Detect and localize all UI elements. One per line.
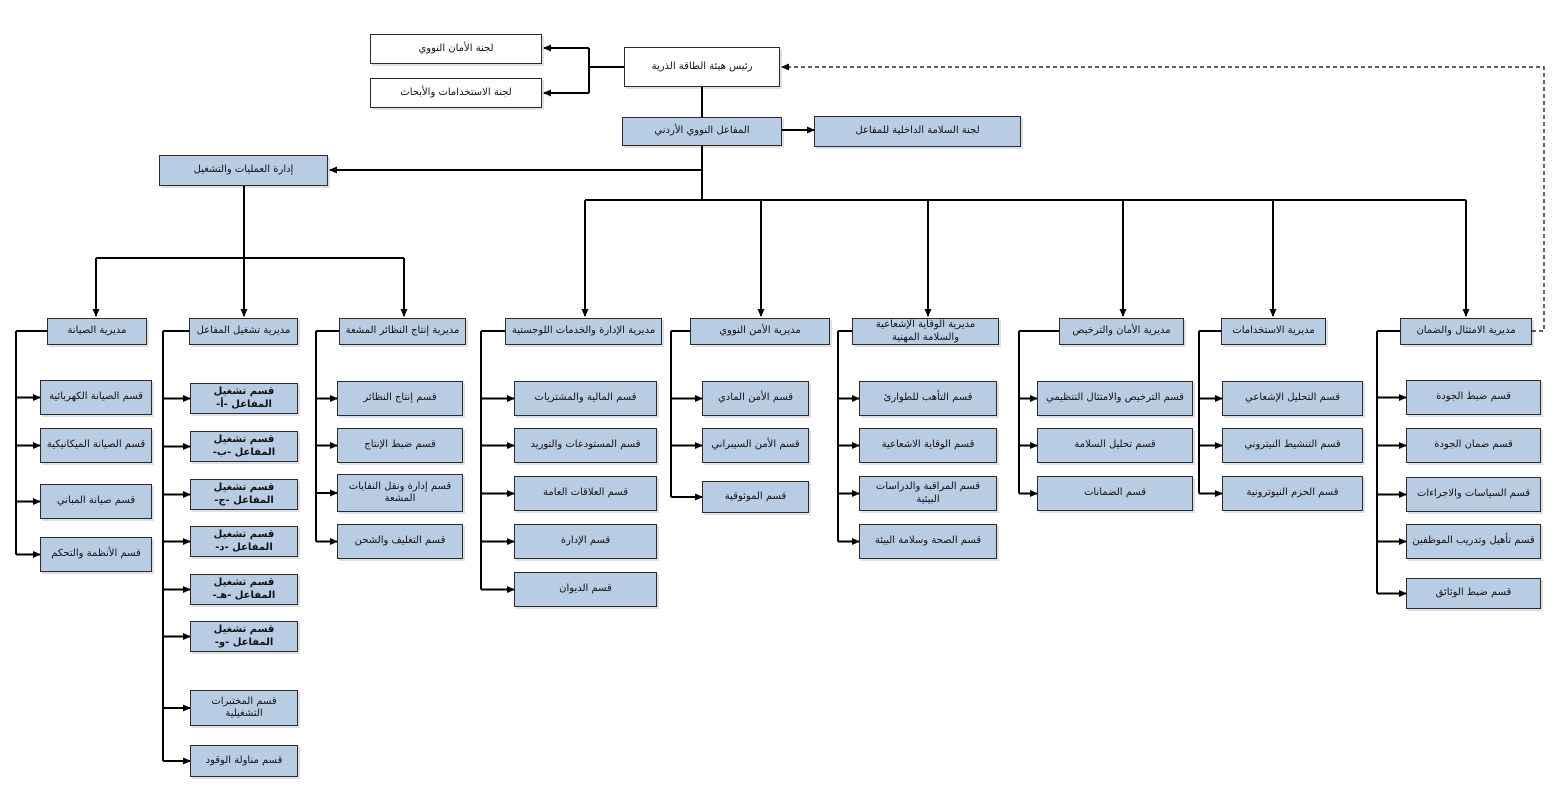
radiation-protection-directorate: مديرية الوقاية الإشعاعية والسلامة المهني…: [852, 318, 999, 345]
dept-production-control: قسم ضبط الإنتاج: [337, 428, 463, 463]
dept-licensing-compliance: قسم الترخيص والامتثال التنظيمي: [1037, 381, 1193, 416]
reactor-box: المفاعل النووي الأردني: [622, 117, 782, 146]
dept-safety-analysis: قسم تحليل السلامة: [1037, 428, 1193, 463]
utilization-directorate: مديرية الاستخدامات: [1221, 318, 1326, 345]
dept-operational-labs: قسم المختبرات التشغيلية: [190, 690, 298, 726]
dept-environmental-monitoring: قسم المراقبة والدراسات البيئية: [859, 476, 997, 511]
dept-isotope-production: قسم إنتاج النظائر: [337, 381, 463, 416]
nuclear-safety-committee-box: لجنة الأمان النووي: [370, 34, 542, 64]
admin-logistics-directorate: مديرية الإدارة والخدمات اللوجستية: [505, 318, 662, 345]
dept-systems-control: قسم الأنظمة والتحكم: [40, 537, 152, 572]
dept-policies-procedures: قسم السياسات والاجراءات: [1406, 477, 1541, 512]
internal-safety-committee-box: لجنة السلامة الداخلية للمفاعل: [814, 116, 1021, 147]
dept-neutron-beams: قسم الحزم النيوترونية: [1222, 476, 1363, 511]
dept-administration: قسم الإدارة: [514, 524, 657, 559]
dept-staff-training: قسم تأهيل وتدريب الموظفين: [1406, 524, 1541, 559]
dept-radiation-protection: قسم الوقاية الاشعاعية: [859, 428, 997, 463]
dept-reactor-operation-c: قسم تشغيل المفاعل -ج-: [190, 479, 298, 510]
dept-finance-procurement: قسم المالية والمشتريات: [514, 381, 657, 416]
dept-reliability: قسم الموثوقية: [702, 481, 809, 513]
reactor-operation-directorate: مديرية تشغيل المفاعل: [189, 318, 298, 345]
dept-document-control: قسم ضبط الوثائق: [1406, 578, 1541, 609]
dept-packaging-shipping: قسم التغليف والشحن: [337, 524, 463, 559]
applications-research-committee-box: لجنة الاستخدامات والأبحاث: [370, 78, 542, 108]
dept-reactor-operation-f: قسم تشغيل المفاعل -و-: [190, 621, 298, 652]
dept-reactor-operation-d: قسم تشغيل المفاعل -د-: [190, 526, 298, 557]
dept-quality-control: قسم ضبط الجودة: [1406, 380, 1541, 415]
dept-physical-security: قسم الأمن المادي: [702, 381, 809, 416]
dept-safeguards: قسم الضمانات: [1037, 476, 1193, 511]
dept-reactor-operation-a: قسم تشغيل المفاعل -أ-: [190, 383, 298, 414]
dept-neutron-activation: قسم التنشيط النيتروني: [1222, 428, 1363, 463]
dept-radioactive-waste: قسم إدارة ونقل النفايات المشعة: [337, 474, 463, 512]
safety-licensing-directorate: مديرية الأمان والترخيص: [1059, 318, 1184, 345]
dept-reactor-operation-b: قسم تشغيل المفاعل -ب-: [190, 431, 298, 462]
dept-electrical-maintenance: قسم الصيانة الكهربائية: [40, 380, 152, 415]
dept-cyber-security: قسم الأمن السيبراني: [702, 428, 809, 463]
dept-mechanical-maintenance: قسم الصيانة الميكانيكية: [40, 428, 152, 463]
dept-fuel-handling: قسم مناولة الوقود: [190, 745, 298, 777]
dept-public-relations: قسم العلاقات العامة: [514, 476, 657, 511]
dept-building-maintenance: قسم صيانة المباني: [40, 484, 152, 519]
operations-management-box: إدارة العمليات والتشغيل: [159, 155, 328, 186]
dept-radiation-analysis: قسم التحليل الإشعاعي: [1222, 381, 1363, 416]
nuclear-security-directorate: مديرية الأمن النووي: [690, 318, 830, 345]
compliance-assurance-directorate: مديرية الامتثال والضمان: [1400, 318, 1532, 345]
dept-reactor-operation-e: قسم تشغيل المفاعل -هـ-: [190, 574, 298, 605]
dept-health-environmental-safety: قسم الصحة وسلامة البيئة: [859, 524, 997, 559]
chairman-box: رئيس هيئة الطاقة الذرية: [624, 47, 780, 87]
dept-emergency-preparedness: قسم التأهب للطوارئ: [859, 381, 997, 416]
dept-quality-assurance: قسم ضمان الجودة: [1406, 428, 1541, 463]
dept-warehouses-supply: قسم المستودعات والتوريد: [514, 428, 657, 463]
isotope-production-directorate: مديرية إنتاج النظائر المشعة: [339, 318, 466, 345]
dept-diwan: قسم الديوان: [514, 572, 657, 607]
maintenance-directorate: مديرية الصيانة: [47, 318, 147, 345]
